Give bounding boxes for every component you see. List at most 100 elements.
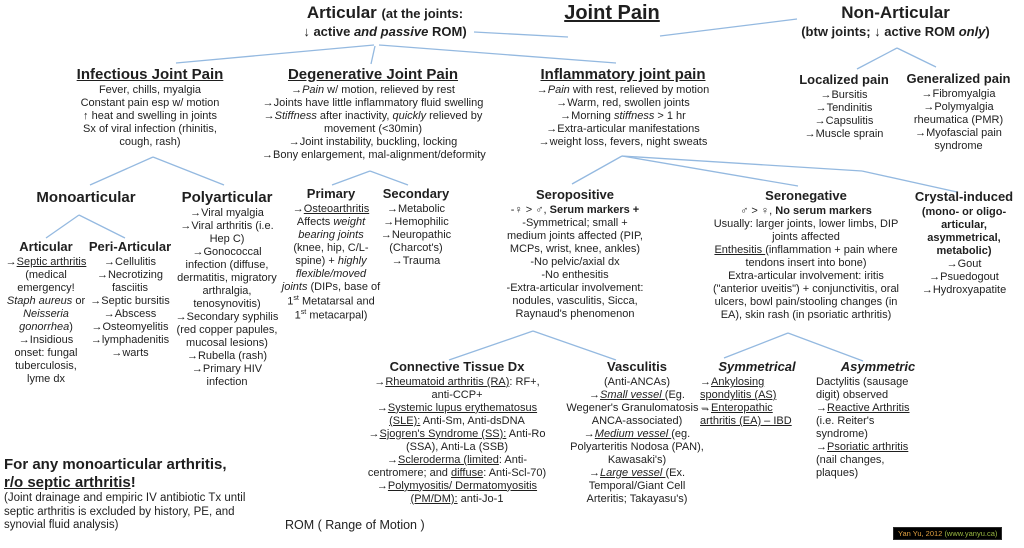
text-line: →Ankylosing — [700, 375, 765, 388]
branch-non-articular: Non-Articular(btw joints; ↓ active ROM o… — [788, 3, 1003, 39]
text-line: →Metabolic — [386, 202, 446, 215]
text-line: Affects weight — [296, 215, 366, 228]
connector-line — [856, 47, 898, 70]
text-line: →Primary HIV — [191, 362, 263, 375]
connector-line — [571, 155, 623, 185]
text-line: bearing joints — [298, 228, 364, 241]
connector-line — [370, 45, 376, 65]
text-line: ↑ heat and swelling in joints — [83, 110, 217, 123]
text-line: medium joints affected (PIP, — [507, 229, 643, 242]
text-line: r/o septic arthritis! — [4, 474, 136, 492]
text-line: →Gonococcal — [192, 246, 262, 259]
text-line: syndrome — [934, 139, 983, 152]
node-localized-pain: Localized pain→Bursitis→Tendinitis→Capsu… — [788, 72, 900, 141]
text-line: →Large vessel (Ex. — [589, 466, 685, 479]
node-seropositive-title: Seropositive — [535, 187, 615, 202]
node-infectious-joint-pain-title: Infectious Joint Pain — [76, 66, 224, 83]
text-line: →Warm, red, swollen joints — [556, 97, 690, 110]
text-line: infection (diffuse, — [185, 259, 269, 272]
connector-line — [473, 31, 569, 38]
text-line: Dactylitis (sausage — [816, 375, 909, 388]
branch-articular-title: Articular (at the joints: — [306, 3, 464, 22]
text-line: Enthesitis (inflammation + pain where — [714, 243, 898, 256]
node-inflammatory-joint-pain: Inflammatory joint pain→Pain with rest, … — [514, 66, 732, 149]
text-line: →Capsulitis — [814, 114, 874, 127]
text-line: →Osteomyelitis — [91, 320, 169, 333]
text-line: spine) + highly — [295, 254, 367, 267]
text-line: articular, — [941, 218, 987, 231]
node-inflammatory-joint-pain-title: Inflammatory joint pain — [540, 66, 706, 83]
text-line: →Cellulitis — [104, 255, 156, 268]
text-line: →Bony enlargement, mal-alignment/deformi… — [262, 149, 486, 162]
diagram-title: Joint Pain — [543, 2, 681, 26]
text-line: Fever, chills, myalgia — [98, 84, 202, 97]
text-line: →Hemophilic — [383, 215, 449, 228]
text-line: (SLE): Anti-Sm, Anti-dsDNA — [389, 414, 525, 427]
text-line: asymmetrical, — [927, 231, 1001, 244]
text-line: lyme dx — [27, 372, 65, 385]
node-symmetrical-seroneg-title: Symmetrical — [718, 359, 796, 374]
node-seropositive: Seropositive-♀ > ♂, Serum markers +-Symm… — [468, 187, 682, 321]
text-line: Polyarteritis Nodosa (PAN), — [570, 440, 704, 453]
text-line: →Osteoarthritis — [292, 202, 370, 215]
text-line: septic arthritis is excluded by history,… — [4, 505, 235, 518]
text-line: ↓ active and passive ROM) — [303, 23, 467, 39]
text-line: ANCA-associated) — [591, 414, 683, 427]
text-line: →Pain w/ motion, relieved by rest — [291, 84, 455, 97]
credit-url: (www.yanyu.ca) — [944, 529, 998, 538]
text-line: rheumatica (PMR) — [913, 113, 1004, 126]
text-line: (mono- or oligo- — [921, 205, 1007, 218]
text-line: →Trauma — [391, 254, 441, 267]
text-line: -No pelvic/axial dx — [530, 255, 620, 268]
node-crystal-induced-title: Crystal-induced — [914, 189, 1014, 204]
text-line: mucosal lesions) — [186, 336, 268, 349]
text-line: →Neuropathic — [380, 228, 452, 241]
connector-line — [861, 170, 958, 193]
text-line: Temporal/Giant Cell — [588, 479, 686, 492]
text-line: →Sjogren's Syndrome (SS): Anti-Ro — [368, 427, 546, 440]
text-line: Kawasaki's) — [607, 453, 667, 466]
text-line: emergency! — [17, 281, 75, 294]
node-generalized-pain: Generalized pain→Fibromyalgia→Polymyalgi… — [896, 71, 1021, 153]
connector-line — [45, 214, 80, 239]
text-line: ("anterior uveitis") + conjunctivitis, o… — [712, 282, 900, 295]
connector-line — [152, 156, 225, 186]
connector-line — [896, 47, 937, 68]
text-line: (Joint drainage and empiric IV antibioti… — [4, 491, 246, 504]
node-vasculitis: Vasculitis(Anti-ANCAs)→Small vessel (Eg.… — [553, 359, 721, 506]
text-line: 1st Metatarsal and — [287, 293, 375, 308]
text-line: →Pain with rest, relieved by motion — [536, 84, 710, 97]
node-articular-septic-title: Articular — [19, 239, 73, 254]
text-line: →Polymyositis/ Dermatomyositis — [376, 479, 538, 492]
text-line: EA), skin rash (in psoriatic arthritis) — [720, 308, 892, 321]
text-line: →Polymyalgia — [923, 100, 994, 113]
text-line: →Morning stiffness > 1 hr — [560, 110, 686, 123]
text-line: ulcers, bowl pain/stooling changes (in — [714, 295, 898, 308]
text-line: 1st metacarpal) — [294, 308, 368, 322]
text-line: tendons insert into bone) — [745, 256, 867, 269]
text-line: fasciitis — [111, 281, 149, 294]
text-line: →Rheumatoid arthritis (RA): RF+, — [374, 375, 540, 388]
connector-line — [659, 18, 798, 37]
text-line: →weight loss, fevers, night sweats — [538, 136, 708, 149]
text-line: Constant pain esp w/ motion — [80, 97, 220, 110]
node-peri-articular-title: Peri-Articular — [88, 239, 172, 254]
connector-line — [175, 44, 375, 64]
text-line: →Rubella (rash) — [186, 349, 268, 362]
connector-line — [448, 330, 534, 361]
text-line: →Bursitis — [820, 88, 868, 101]
text-line: →Hydroxyapatite — [921, 283, 1007, 296]
connector-line — [621, 155, 863, 172]
text-line: →Small vessel (Eg. — [589, 388, 685, 401]
branch-articular: Articular (at the joints:↓ active and pa… — [280, 3, 490, 39]
text-line: (medical — [25, 268, 67, 281]
text-line: cough, rash) — [119, 136, 181, 149]
text-line: →warts — [111, 346, 149, 359]
node-generalized-pain-title: Generalized pain — [906, 71, 1011, 86]
connector-line — [369, 170, 409, 186]
text-line: (SSA), Anti-La (SSB) — [405, 440, 509, 453]
